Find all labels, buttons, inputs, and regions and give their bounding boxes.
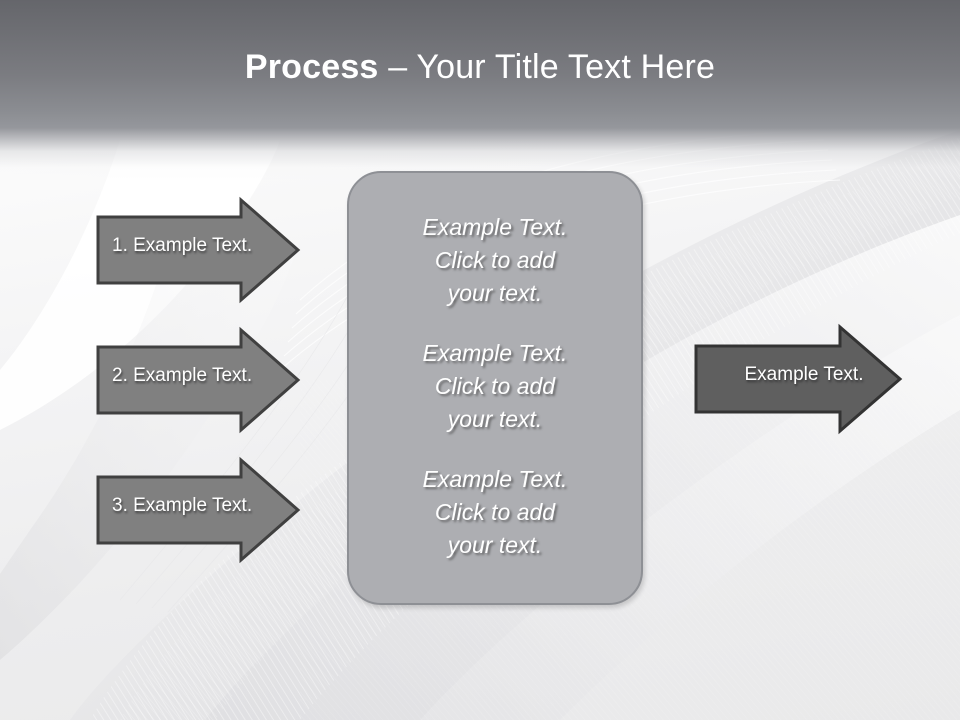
- left-arrow-2[interactable]: 2. Example Text.: [96, 320, 306, 440]
- center-text-block-3-line1: Example Text.: [422, 465, 568, 492]
- center-text-block-3-line3: your text.: [447, 531, 543, 558]
- center-text-block-2-line1: Example Text.: [422, 339, 568, 366]
- right-arrow-icon: [96, 326, 301, 434]
- page-title-rest: – Your Title Text Here: [378, 48, 716, 86]
- center-text-block-3[interactable]: Example Text. Click to add your text.: [388, 463, 603, 562]
- left-arrow-2-label: 2. Example Text.: [112, 365, 253, 386]
- right-arrow-icon: [96, 456, 301, 564]
- left-arrow-1[interactable]: 1. Example Text.: [96, 190, 306, 310]
- center-content-box[interactable]: [347, 171, 643, 605]
- center-text-block-2[interactable]: Example Text. Click to add your text.: [388, 337, 603, 436]
- left-arrow-3[interactable]: 3. Example Text.: [96, 450, 306, 570]
- center-content-text-group: Example Text. Click to add your text. Ex…: [347, 171, 643, 605]
- output-arrow[interactable]: Example Text.: [694, 318, 906, 440]
- left-arrow-3-label: 3. Example Text.: [112, 495, 253, 516]
- right-arrow-icon: [96, 196, 301, 304]
- right-arrow-icon: [694, 323, 903, 435]
- center-text-block-1-line3: your text.: [447, 279, 543, 306]
- center-text-block-2-line2: Click to add: [434, 372, 556, 399]
- center-text-block-1[interactable]: Example Text. Click to add your text.: [388, 211, 603, 310]
- output-arrow-label: Example Text.: [744, 364, 864, 385]
- center-text-block-1-line2: Click to add: [434, 246, 556, 273]
- left-arrow-1-label: 1. Example Text.: [112, 235, 253, 256]
- center-text-block-2-line3: your text.: [447, 405, 543, 432]
- center-text-block-3-line2: Click to add: [434, 498, 556, 525]
- center-text-block-1-line1: Example Text.: [422, 213, 568, 240]
- title-banner: [0, 0, 960, 180]
- page-title: Process – Your Title Text Here: [0, 48, 960, 87]
- page-title-bold: Process: [244, 48, 379, 86]
